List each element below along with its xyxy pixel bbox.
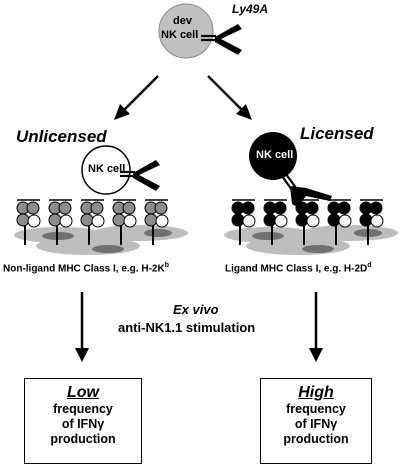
unlicensed-mhc-label: Non-ligand MHC Class I, e.g. H-2Kb <box>3 262 169 274</box>
unlicensed-heading: Unlicensed <box>16 127 107 146</box>
outcome-high-line2: of IFNγ <box>294 417 338 431</box>
unlicensed-receptor-stem <box>120 170 135 178</box>
arrowhead-down-left <box>75 348 89 362</box>
unlicensed-mhc-molecule <box>144 199 169 245</box>
arrow-to-licensed <box>207 75 243 111</box>
ly49a-label: Ly49A <box>232 2 269 16</box>
arrowhead-to-unlicensed <box>114 104 130 120</box>
outcome-low-line2: of IFNγ <box>61 417 105 431</box>
ly49a-receptor-head-top <box>215 24 242 55</box>
unlicensed-receptor-head <box>133 160 160 191</box>
unlicensed-mhc-text: Non-ligand MHC Class I, e.g. H-2K <box>3 263 165 275</box>
unlicensed-membrane <box>14 225 188 255</box>
licensed-mhc-molecules <box>231 199 384 245</box>
licensed-membrane <box>224 225 398 255</box>
outcome-low-line1: frequency <box>53 402 113 416</box>
stimulation-line1: Ex vivo <box>173 302 219 317</box>
ly49a-receptor-top <box>201 34 216 42</box>
unlicensed-cell-label: NK cell <box>88 163 126 175</box>
licensed-mhc-molecule <box>327 199 352 245</box>
arrowhead-to-licensed <box>236 104 252 120</box>
outcome-box-low: Low frequency of IFNγ production <box>24 378 142 464</box>
licensed-mhc-molecule <box>263 199 288 245</box>
outcome-high-line3: production <box>283 432 349 446</box>
unlicensed-mhc-molecule <box>112 199 137 245</box>
unlicensed-mhc-molecule <box>80 199 105 245</box>
dev-nk-cell <box>158 3 214 59</box>
outcome-high-line1: frequency <box>286 402 346 416</box>
licensed-nk-cell <box>249 132 297 180</box>
arrowhead-down-right <box>309 348 323 362</box>
outcome-low-line3: production <box>50 432 116 446</box>
licensed-cell-label: NK cell <box>256 149 294 161</box>
unlicensed-mhc-molecules <box>16 199 169 245</box>
outcome-low-level: Low <box>67 384 99 401</box>
unlicensed-mhc-molecule <box>48 199 73 245</box>
licensed-mhc-molecule <box>359 199 384 245</box>
licensed-mhc-molecule <box>295 199 320 245</box>
arrow-to-unlicensed <box>123 75 159 111</box>
outcome-box-high: High frequency of IFNγ production <box>260 378 372 464</box>
licensed-heading: Licensed <box>300 124 374 143</box>
dev-cell-label-line1: dev <box>173 15 192 27</box>
licensed-mhc-label: Ligand MHC Class I, e.g. H-2Dd <box>225 262 372 274</box>
stimulation-line2: anti-NK1.1 stimulation <box>118 320 256 335</box>
unlicensed-nk-cell <box>81 145 131 195</box>
licensed-mhc-molecule <box>231 199 256 245</box>
licensed-mhc-sup: d <box>367 262 372 269</box>
unlicensed-mhc-sup: b <box>164 262 169 269</box>
unlicensed-mhc-molecule <box>16 199 41 245</box>
licensed-mhc-text: Ligand MHC Class I, e.g. H-2D <box>225 263 368 275</box>
outcome-high-level: High <box>298 384 334 401</box>
dev-cell-label-line2: NK cell <box>161 29 199 41</box>
